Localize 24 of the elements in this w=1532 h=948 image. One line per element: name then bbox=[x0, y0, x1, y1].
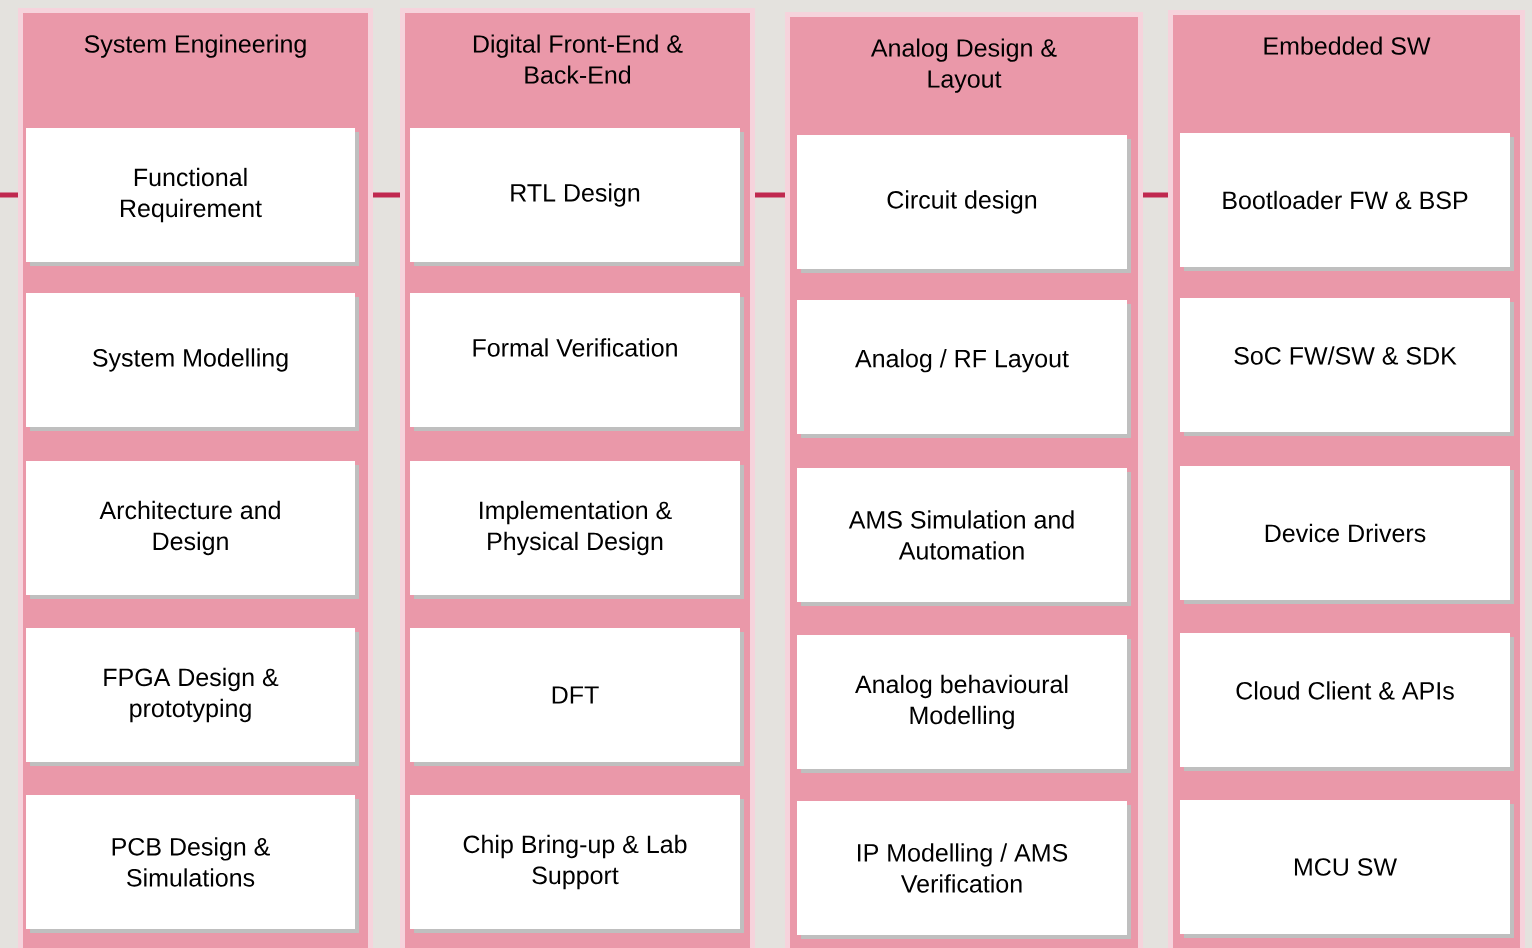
topic-box: IP Modelling / AMS Verification bbox=[797, 801, 1131, 939]
topic-box: SoC FW/SW & SDK bbox=[1180, 298, 1514, 436]
topic-box: System Modelling bbox=[26, 293, 359, 431]
connector-line bbox=[755, 192, 785, 198]
topic-box: DFT bbox=[410, 628, 744, 766]
topic-box: MCU SW bbox=[1180, 800, 1514, 938]
topic-box: Analog / RF Layout bbox=[797, 300, 1131, 438]
connector-line bbox=[373, 192, 400, 198]
topic-box: Analog behavioural Modelling bbox=[797, 635, 1131, 773]
topic-box: Implementation & Physical Design bbox=[410, 461, 744, 599]
topic-box: AMS Simulation and Automation bbox=[797, 468, 1131, 606]
topic-box: FPGA Design & prototyping bbox=[26, 628, 359, 766]
topic-box: Bootloader FW & BSP bbox=[1180, 133, 1514, 271]
topic-box: Functional Requirement bbox=[26, 128, 359, 266]
topic-box: RTL Design bbox=[410, 128, 744, 266]
topic-box: Circuit design bbox=[797, 135, 1131, 273]
topic-box: Chip Bring-up & Lab Support bbox=[410, 795, 744, 933]
topic-box: Cloud Client & APIs bbox=[1180, 633, 1514, 771]
topic-box: Formal Verification bbox=[410, 293, 744, 431]
topic-box: Device Drivers bbox=[1180, 466, 1514, 604]
connector-line bbox=[1143, 192, 1168, 198]
connector-line bbox=[0, 192, 18, 198]
topic-box: PCB Design & Simulations bbox=[26, 795, 359, 933]
topic-box: Architecture and Design bbox=[26, 461, 359, 599]
